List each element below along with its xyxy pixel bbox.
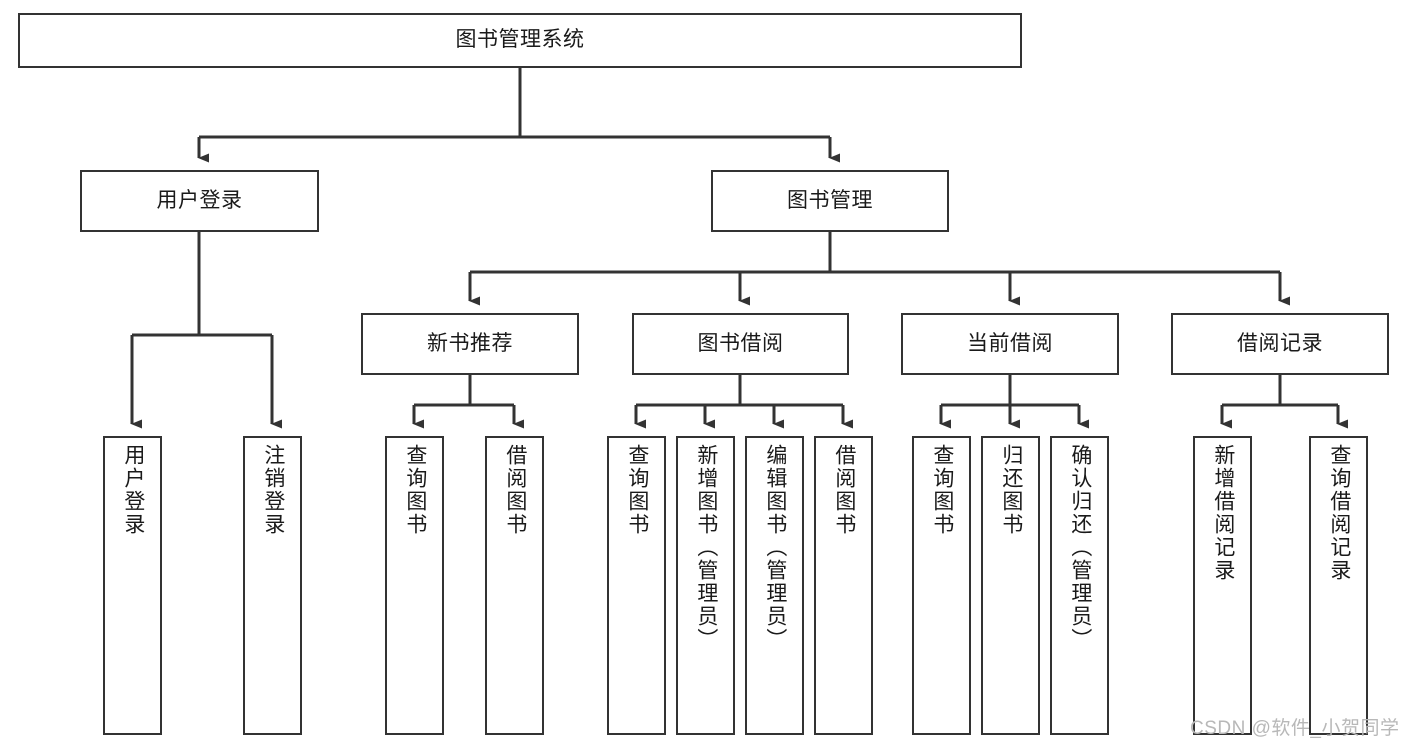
node-leaf-add-record[interactable]: 新增借阅记录 (1193, 436, 1252, 735)
node-leaf-return-book[interactable]: 归还图书 (981, 436, 1040, 735)
node-book-manage[interactable]: 图书管理 (711, 170, 949, 232)
node-leaf-query-book-1-label: 查询图书 (403, 444, 427, 536)
node-borrow-record-label: 借阅记录 (1237, 331, 1323, 355)
node-leaf-confirm-return-label: 确认归还（管理员） (1068, 444, 1092, 651)
node-leaf-edit-book-label: 编辑图书（管理员） (763, 444, 787, 651)
node-leaf-return-book-label: 归还图书 (999, 444, 1023, 536)
node-leaf-user-logout-label: 注销登录 (261, 444, 285, 536)
node-leaf-query-record-label: 查询借阅记录 (1327, 444, 1351, 582)
node-leaf-query-book-2-label: 查询图书 (625, 444, 649, 536)
node-leaf-borrow-book-2[interactable]: 借阅图书 (814, 436, 873, 735)
watermark: CSDN @软件_小贺同学 (1190, 718, 1400, 739)
node-book-borrow[interactable]: 图书借阅 (632, 313, 849, 375)
node-leaf-user-login-label: 用户登录 (121, 444, 145, 536)
node-current-borrow[interactable]: 当前借阅 (901, 313, 1119, 375)
node-leaf-query-book-1[interactable]: 查询图书 (385, 436, 444, 735)
node-leaf-query-book-3[interactable]: 查询图书 (912, 436, 971, 735)
node-leaf-add-book[interactable]: 新增图书（管理员） (676, 436, 735, 735)
node-leaf-borrow-book-2-label: 借阅图书 (832, 444, 856, 536)
node-leaf-add-record-label: 新增借阅记录 (1211, 444, 1235, 582)
node-leaf-confirm-return[interactable]: 确认归还（管理员） (1050, 436, 1109, 735)
node-leaf-user-login[interactable]: 用户登录 (103, 436, 162, 735)
node-user-login[interactable]: 用户登录 (80, 170, 319, 232)
node-root-label: 图书管理系统 (455, 28, 585, 52)
node-leaf-query-book-3-label: 查询图书 (930, 444, 954, 536)
node-leaf-edit-book[interactable]: 编辑图书（管理员） (745, 436, 804, 735)
node-root[interactable]: 图书管理系统 (18, 13, 1022, 68)
node-book-borrow-label: 图书借阅 (697, 331, 784, 355)
node-leaf-borrow-book-1[interactable]: 借阅图书 (485, 436, 544, 735)
node-book-manage-label: 图书管理 (787, 188, 873, 212)
node-leaf-user-logout[interactable]: 注销登录 (243, 436, 302, 735)
node-leaf-query-record[interactable]: 查询借阅记录 (1309, 436, 1368, 735)
node-leaf-query-book-2[interactable]: 查询图书 (607, 436, 666, 735)
node-leaf-add-book-label: 新增图书（管理员） (694, 444, 718, 651)
node-user-login-label: 用户登录 (156, 188, 243, 212)
node-new-book-rec-label: 新书推荐 (427, 331, 513, 355)
node-leaf-borrow-book-1-label: 借阅图书 (503, 444, 527, 536)
node-new-book-rec[interactable]: 新书推荐 (361, 313, 579, 375)
node-borrow-record[interactable]: 借阅记录 (1171, 313, 1389, 375)
node-current-borrow-label: 当前借阅 (967, 331, 1053, 355)
